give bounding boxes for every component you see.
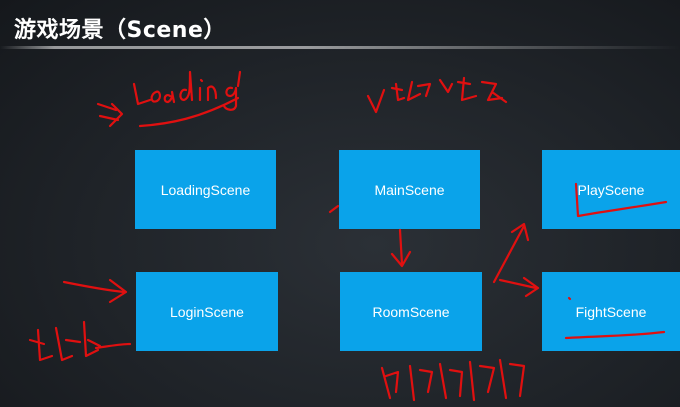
- scene-box-loading: LoadingScene: [135, 150, 276, 229]
- scene-label: LoginScene: [170, 303, 244, 320]
- loading-underline: [138, 96, 240, 128]
- scene-label: MainScene: [374, 181, 445, 198]
- main-left-tick: [328, 204, 340, 214]
- scene-label: LoadingScene: [160, 181, 251, 198]
- room-to-play-arrow: [492, 222, 530, 284]
- title-underline: [0, 46, 680, 49]
- room-handwriting: [380, 358, 526, 402]
- scene-label: RoomScene: [372, 303, 450, 320]
- main-handwriting: [366, 76, 508, 114]
- room-to-fight-arrow: [498, 276, 540, 298]
- loading-handwriting: [132, 70, 242, 111]
- slide-title: 游戏场景（Scene）: [14, 18, 226, 43]
- scene-box-room: RoomScene: [340, 272, 482, 351]
- scene-label: FightScene: [575, 303, 647, 320]
- login-arrow: [62, 278, 128, 304]
- scene-box-login: LoginScene: [136, 272, 278, 351]
- scene-box-main: MainScene: [339, 150, 480, 229]
- login-handwriting: [28, 320, 102, 362]
- scene-box-fight: FightScene: [542, 272, 680, 351]
- login-left-arrow: [94, 342, 132, 350]
- scene-box-play: PlayScene: [542, 150, 680, 229]
- loading-arrow-scribble: [96, 102, 124, 128]
- scene-label: PlayScene: [577, 181, 645, 198]
- main-to-room-arrow: [390, 228, 412, 268]
